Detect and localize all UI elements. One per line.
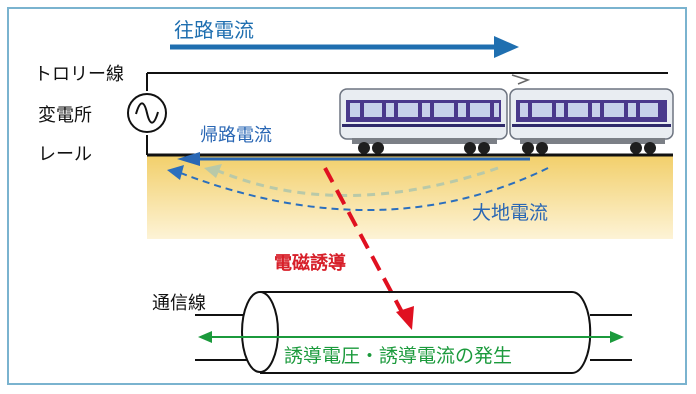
return-current-arrow [177,152,530,166]
ground-current-arc [177,167,549,211]
ground-current-arc-head [167,165,184,180]
induced-result-label: 誘導電圧・誘導電流の発生 [284,345,512,367]
ac-source-icon [127,93,167,133]
ground-current-arc-faint [215,166,499,197]
return-current-label: 帰路電流 [200,125,272,146]
rail-label: レール [38,144,92,165]
train [339,74,674,154]
outbound-current-arrow [170,36,519,58]
trolley-wire-label: トロリー線 [34,64,124,85]
induced-current-arrow [198,331,624,343]
outbound-current-label: 往路電流 [174,18,254,42]
substation-label: 変電所 [38,105,92,126]
diagram-frame [7,7,687,385]
ground-current-label: 大地電流 [472,202,548,224]
earth-ground [147,155,673,239]
em-induction-label: 電磁誘導 [274,252,346,274]
comm-line-label: 通信線 [152,293,206,314]
em-induction-arrow [323,167,414,330]
comm-cable [195,291,632,374]
ground-current-arc-faint-head [204,164,222,178]
